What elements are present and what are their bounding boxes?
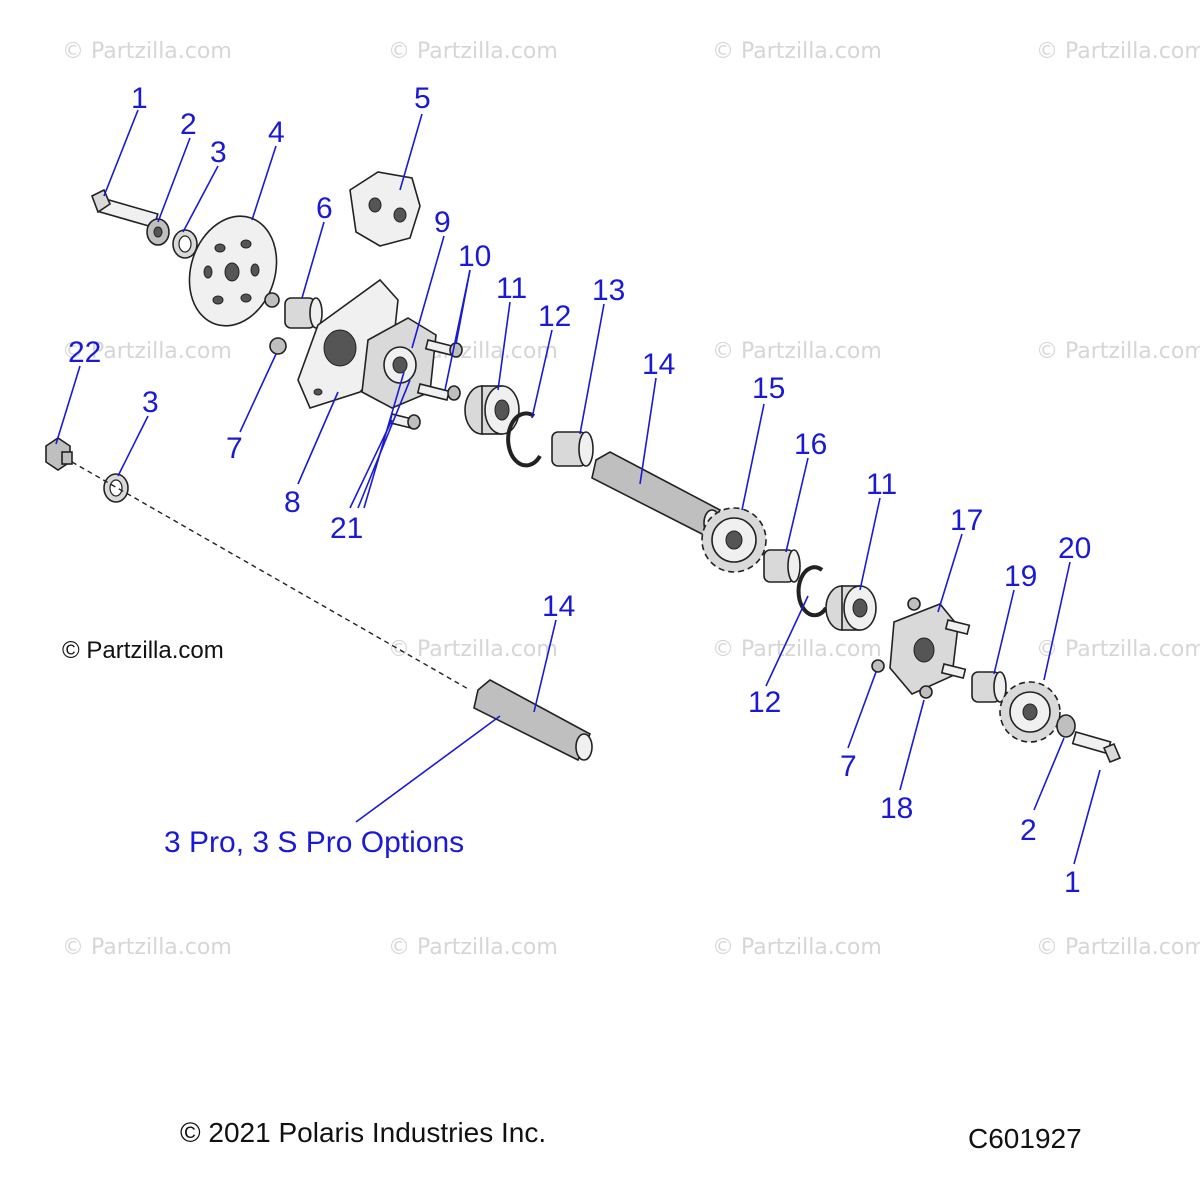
callout-4: 4 <box>268 116 285 149</box>
part-bolts-21 <box>388 413 421 430</box>
callout-10: 10 <box>458 240 491 273</box>
diagram-code: C601927 <box>968 1123 1082 1154</box>
part-washer-2-right <box>1056 714 1076 738</box>
callout-1: 1 <box>131 82 148 115</box>
callout-21: 21 <box>330 512 363 545</box>
part-bearing-flange-17 <box>871 597 959 695</box>
callout-12: 12 <box>748 686 781 719</box>
callout-8: 8 <box>284 486 301 519</box>
part-bolt-1-left <box>90 188 159 229</box>
watermark: © Partzilla.com <box>1036 935 1200 960</box>
callout-14: 14 <box>542 590 575 623</box>
part-spacer-16 <box>763 549 801 583</box>
callout-11: 11 <box>866 468 897 501</box>
callout-2: 2 <box>180 108 197 141</box>
part-brake-caliper-5 <box>349 171 421 247</box>
callout-22: 22 <box>68 336 101 369</box>
callout-12: 12 <box>538 300 571 333</box>
callout-11: 11 <box>496 272 527 305</box>
part-plug-22 <box>45 437 73 471</box>
callout-7: 7 <box>840 750 857 783</box>
callout-15: 15 <box>752 372 785 405</box>
part-washer-2-left <box>146 218 170 246</box>
part-bearing-housing-9 <box>361 317 437 409</box>
callout-19: 19 <box>1004 560 1037 593</box>
part-washer-3-lower <box>103 473 129 503</box>
part-shaft-14-option <box>473 679 593 762</box>
part-spacer-13 <box>551 431 594 467</box>
watermark: © Partzilla.com <box>62 39 232 64</box>
callout-18: 18 <box>880 792 913 825</box>
watermark: © Partzilla.com <box>388 39 558 64</box>
watermark: © Partzilla.com <box>712 637 882 662</box>
callout-20: 20 <box>1058 532 1091 565</box>
callout-1: 1 <box>1064 866 1081 899</box>
watermark: © Partzilla.com <box>388 637 558 662</box>
callout-3: 3 <box>210 136 227 169</box>
watermark: © Partzilla.com <box>388 935 558 960</box>
option-note: 3 Pro, 3 S Pro Options <box>164 826 464 859</box>
callout-17: 17 <box>950 504 983 537</box>
copyright-notice: © 2021 Polaris Industries Inc. <box>180 1117 546 1148</box>
callout-6: 6 <box>316 192 333 225</box>
callout-2: 2 <box>1020 814 1037 847</box>
callout-13: 13 <box>592 274 625 307</box>
assembly-path-line <box>71 461 471 691</box>
watermark: © Partzilla.com <box>1036 637 1200 662</box>
callout-14: 14 <box>642 348 675 381</box>
watermark: © Partzilla.com <box>712 339 882 364</box>
part-bearing-11-left <box>464 385 520 435</box>
part-sprocket-20 <box>999 681 1061 743</box>
callout-16: 16 <box>794 428 827 461</box>
callout-7: 7 <box>226 432 243 465</box>
part-bearing-11-right <box>825 585 877 631</box>
part-bolt-1-right <box>1071 731 1122 764</box>
part-bushing-6 <box>284 297 323 329</box>
part-sprocket-15 <box>701 507 767 573</box>
leader-lines <box>55 109 1101 865</box>
part-nut-7-left <box>264 292 287 355</box>
watermark: © Partzilla.com <box>712 935 882 960</box>
callout-5: 5 <box>414 82 431 115</box>
part-bolts-10 <box>416 339 463 401</box>
part-snap-ring-12-left <box>506 411 542 468</box>
watermark-layer: © Partzilla.com © Partzilla.com © Partzi… <box>62 39 1200 960</box>
callout-labels: 1 2 3 4 5 6 7 8 9 10 11 12 13 14 15 16 1… <box>68 82 1091 899</box>
part-snap-ring-12-right <box>796 565 828 618</box>
callout-9: 9 <box>434 206 451 239</box>
watermark: © Partzilla.com <box>1036 39 1200 64</box>
watermark: © Partzilla.com <box>1036 339 1200 364</box>
part-bolts-18 <box>919 619 971 699</box>
part-washer-3-left <box>172 229 198 259</box>
part-brake-disc-4 <box>188 215 278 327</box>
watermark: © Partzilla.com <box>62 935 232 960</box>
callout-3: 3 <box>142 386 159 419</box>
watermark: © Partzilla.com <box>712 39 882 64</box>
watermark: © Partzilla.com <box>62 339 232 364</box>
brand-mark: © Partzilla.com <box>62 637 224 664</box>
part-spacer-19 <box>971 671 1007 703</box>
part-shaft-14-upper <box>591 451 722 538</box>
